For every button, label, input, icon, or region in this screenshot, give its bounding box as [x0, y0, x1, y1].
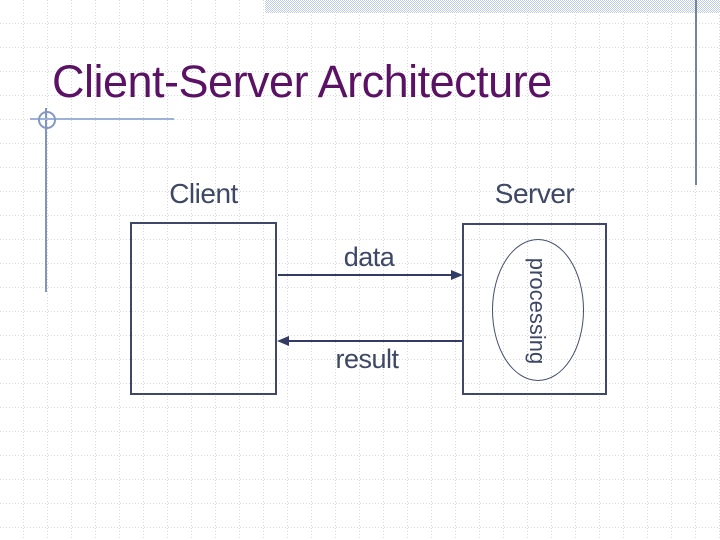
server-label: Server	[494, 178, 575, 209]
right-accent-line	[695, 0, 697, 185]
result-arrowhead-left-icon	[277, 336, 289, 346]
processing-label: processing	[525, 257, 550, 365]
title-underline	[30, 118, 174, 120]
title-ornament-circle	[38, 111, 56, 129]
result-arrow-line	[288, 340, 462, 342]
top-accent-band	[265, 0, 720, 13]
data-arrowhead-right-icon	[451, 270, 463, 280]
server-box	[462, 223, 607, 395]
result-edge-label: result	[335, 344, 399, 374]
title-ornament-vertical-line	[45, 108, 47, 292]
data-arrow-line	[278, 274, 452, 276]
processing-ellipse	[492, 239, 584, 381]
data-edge-label: data	[343, 242, 395, 272]
slide-title: Client-Server Architecture	[52, 56, 552, 107]
client-label: Client	[169, 178, 238, 209]
client-box	[130, 222, 277, 395]
